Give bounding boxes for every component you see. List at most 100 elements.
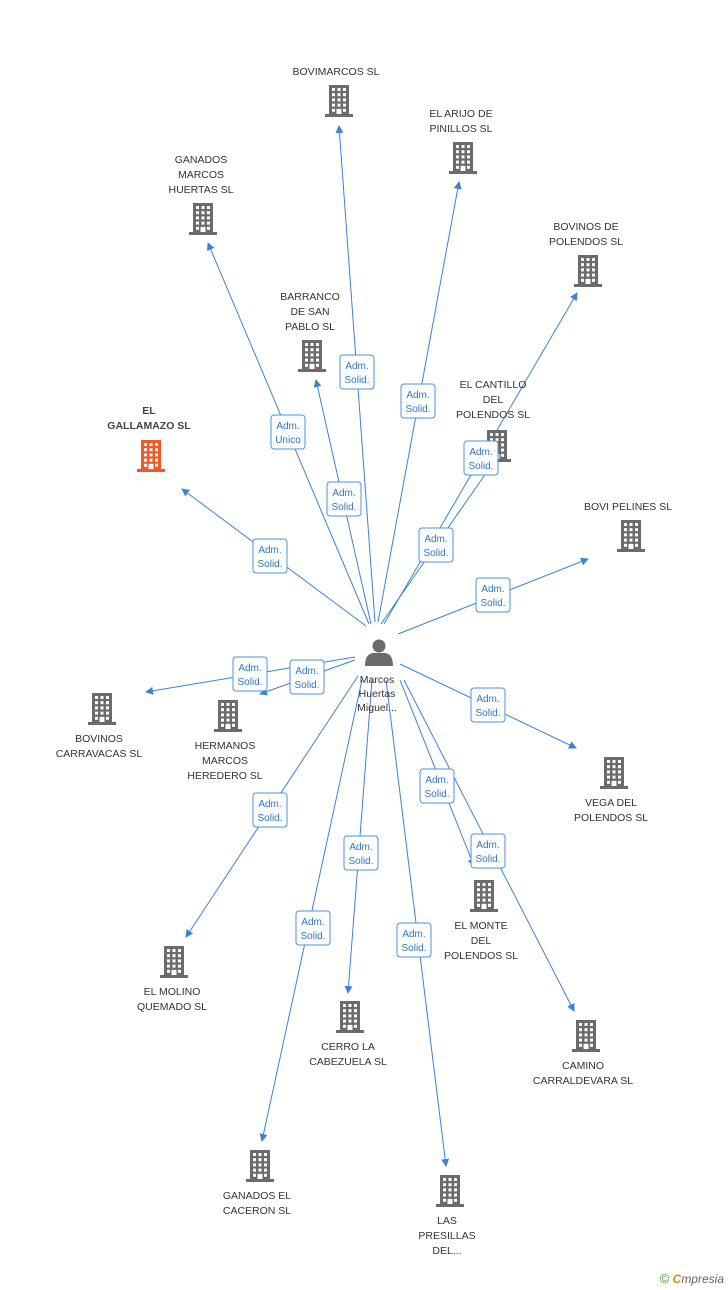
company-label: GALLAMAZO SL — [107, 420, 191, 432]
company-label: GANADOS — [175, 154, 228, 166]
edge-label-molino[interactable]: Adm.Solid. — [252, 792, 288, 828]
building-icon — [436, 1175, 464, 1207]
edge-label-bovi-pelines[interactable]: Adm.Solid. — [475, 577, 511, 613]
edge-label-line: Solid. — [344, 375, 369, 386]
building-icon — [88, 693, 116, 725]
building-icon — [600, 757, 628, 789]
company-label: MARCOS — [202, 755, 248, 767]
building-icon — [574, 255, 602, 287]
company-label: CACERON SL — [223, 1205, 291, 1217]
person-label: Huertas — [359, 688, 396, 700]
edge-label-vega[interactable]: Adm.Solid. — [470, 687, 506, 723]
edge-label-line: Solid. — [257, 813, 282, 824]
company-label: DEL — [483, 394, 504, 406]
edge-label-line: Adm. — [425, 775, 448, 786]
edge-label-line: Solid. — [257, 559, 282, 570]
company-label: VEGA DEL — [585, 797, 637, 809]
company-label: POLENDOS SL — [574, 812, 648, 824]
edge-label-box — [289, 659, 325, 695]
brand-watermark: © Cmpresia — [660, 1271, 724, 1286]
company-label: PABLO SL — [285, 321, 335, 333]
company-node-bovinos-carravacas[interactable]: BOVINOS CARRAVACAS SL — [56, 693, 143, 760]
edge-label-bovinos-carravacas[interactable]: Adm.Solid. — [232, 656, 268, 692]
edge-label-caceron[interactable]: Adm. Solid. — [295, 910, 331, 946]
edge-label-camino[interactable]: Adm.Solid. — [470, 833, 506, 869]
person-node[interactable]: MarcosHuertasMiguel... — [357, 639, 397, 715]
edge-label-line: Unico — [275, 435, 301, 446]
edge-label-gallamazo[interactable]: Adm.Solid. — [252, 538, 288, 574]
company-label: EL MONTE — [454, 920, 507, 932]
brand-name: mpresia — [681, 1272, 724, 1286]
edge-label-line: Adm. — [276, 421, 299, 432]
edge-label-box — [270, 414, 306, 450]
company-label: PINILLOS SL — [429, 123, 492, 135]
company-node-bovi-pelines[interactable]: BOVI PELINES SL — [584, 501, 672, 552]
company-node-presillas[interactable]: LASPRESILLASDEL... — [418, 1175, 476, 1257]
company-label: QUEMADO SL — [137, 1001, 207, 1013]
edge-label-arijo[interactable]: Adm.Solid. — [400, 383, 436, 419]
edge-label-line: Adm. — [481, 584, 504, 595]
building-icon — [325, 85, 353, 117]
edge-label-box — [396, 922, 432, 958]
edge-label-presillas[interactable]: Adm.Solid. — [396, 922, 432, 958]
company-label: DEL — [471, 935, 492, 947]
edge-label-line: Solid. — [300, 931, 325, 942]
edge-label-cantillo[interactable]: Adm. Solid. — [418, 527, 454, 563]
person-label: Miguel... — [357, 702, 397, 714]
edge-label-line: Solid. — [237, 677, 262, 688]
company-label: EL CANTILLO — [460, 379, 527, 391]
company-node-gallamazo[interactable]: EL GALLAMAZO SL — [107, 405, 191, 472]
edge-label-ganados-marcos[interactable]: Adm. Unico — [270, 414, 306, 450]
company-label: PRESILLAS — [418, 1230, 475, 1242]
edge-label-line: Solid. — [405, 404, 430, 415]
building-icon — [214, 700, 242, 732]
edge-label-bovinos-polendos[interactable]: Adm.Solid. — [463, 440, 499, 476]
edge-label-line: Adm. — [345, 361, 368, 372]
edge-label-line: Solid. — [424, 789, 449, 800]
company-label: POLENDOS SL — [456, 409, 530, 421]
company-label: HERMANOS — [195, 740, 256, 752]
edge-labels-layer: Adm.Solid.Adm.Solid.Adm.UnicoAdm.Solid.A… — [232, 354, 511, 958]
edge-label-bovimarcos[interactable]: Adm. Solid. — [339, 354, 375, 390]
company-node-vega[interactable]: VEGA DEL POLENDOS SL — [574, 757, 648, 824]
edge-label-line: Adm. — [295, 666, 318, 677]
edge-label-line: Solid. — [423, 548, 448, 559]
edge-label-box — [252, 792, 288, 828]
edge-label-barranco[interactable]: Adm.Solid. — [326, 481, 362, 517]
company-label: BOVINOS — [75, 733, 123, 745]
edge-label-line: Solid. — [331, 502, 356, 513]
edge-label-box — [419, 768, 455, 804]
company-label: POLENDOS SL — [549, 236, 623, 248]
edge-label-line: Solid. — [294, 680, 319, 691]
edge-label-monte[interactable]: Adm. Solid. — [419, 768, 455, 804]
company-label: DEL... — [432, 1245, 461, 1257]
company-label: BARRANCO — [280, 291, 340, 303]
company-label: EL — [142, 405, 156, 417]
company-node-barranco[interactable]: BARRANCO DE SAN PABLO SL — [280, 291, 340, 372]
company-label: CARRAVACAS SL — [56, 748, 143, 760]
edge-label-line: Adm. — [424, 534, 447, 545]
company-node-bovimarcos[interactable]: BOVIMARCOS SL — [293, 66, 380, 117]
edge-label-box — [475, 577, 511, 613]
company-label: BOVIMARCOS SL — [293, 66, 380, 78]
edge-label-line: Adm. — [301, 917, 324, 928]
edge-label-line: Adm. — [476, 840, 499, 851]
edge-label-cerro[interactable]: Adm.Solid. — [343, 835, 379, 871]
company-label: CAMINO — [562, 1060, 604, 1072]
company-label: DE SAN — [290, 306, 329, 318]
edge-label-box — [232, 656, 268, 692]
edges-layer — [145, 125, 589, 1167]
building-icon — [617, 520, 645, 552]
person-label: Marcos — [360, 674, 394, 686]
edge-label-hermanos-marcos[interactable]: Adm. Solid. — [289, 659, 325, 695]
